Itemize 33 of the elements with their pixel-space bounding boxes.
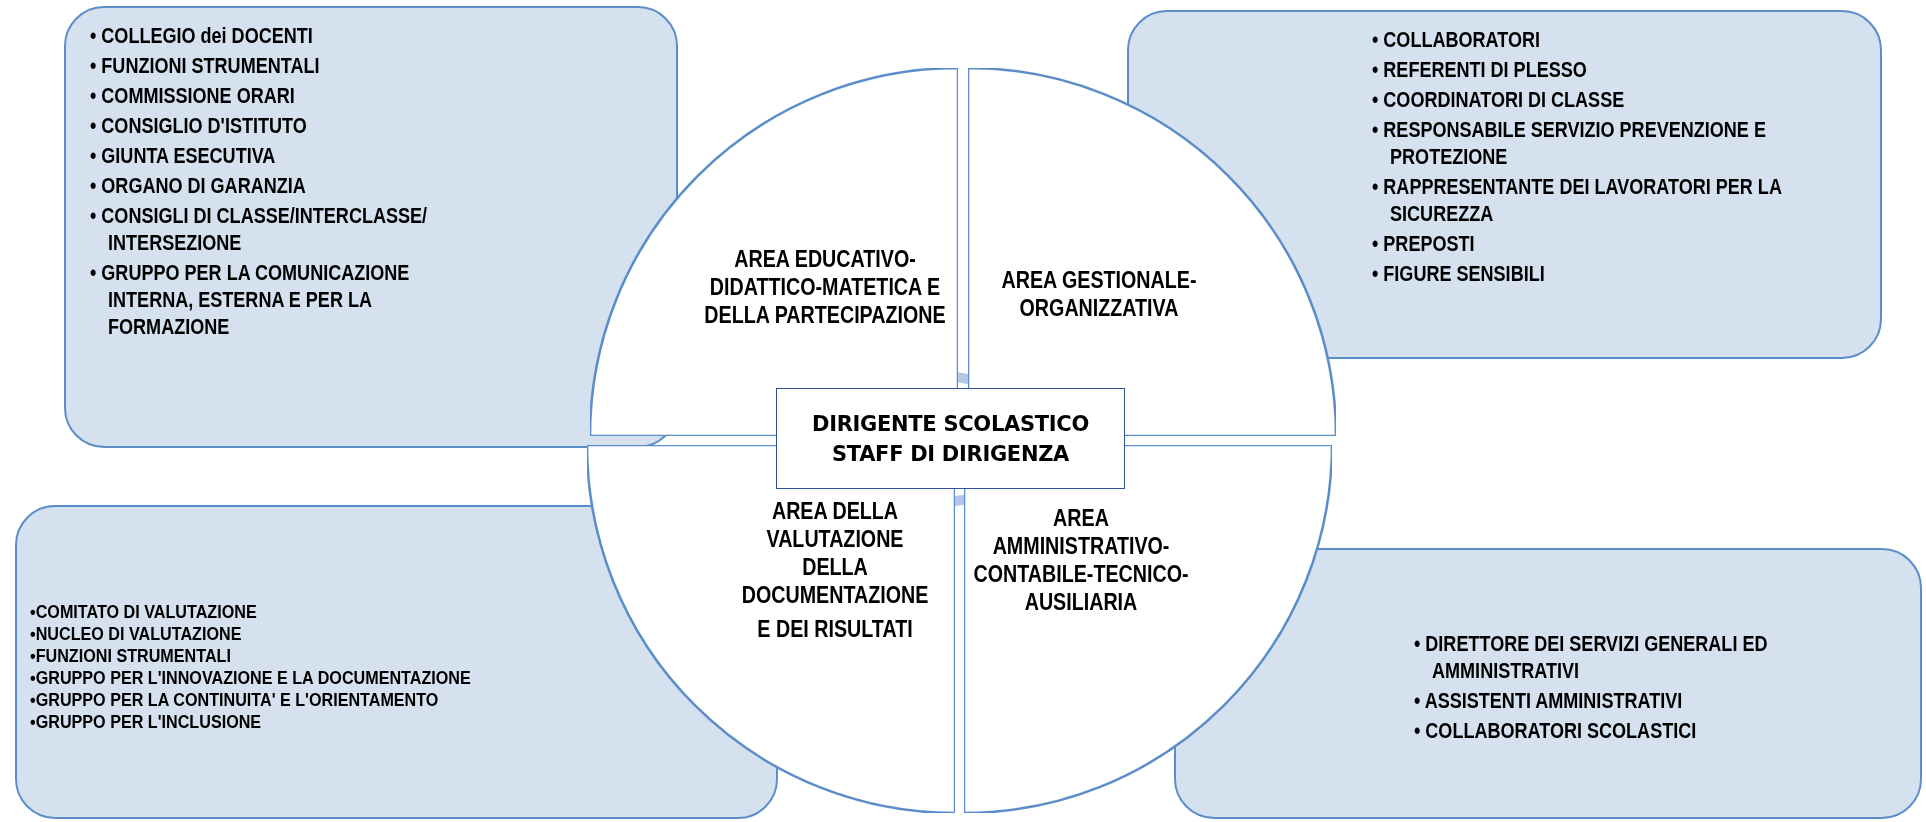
list-item: • RESPONSABILE SERVIZIO PREVENZIONE E PROTEZIONE <box>1372 116 1767 170</box>
list-item: • REFERENTI DI PLESSO <box>1372 56 1588 83</box>
list-item: •NUCLEO DI VALUTAZIONE <box>30 623 243 645</box>
list-item: • COLLEGIO dei DOCENTI <box>90 22 314 49</box>
list-item: • GRUPPO PER LA COMUNICAZIONE INTERNA, ESTERNA E PER LA FORMAZIONE <box>90 259 411 340</box>
list-item: • PREPOSTI <box>1372 230 1476 257</box>
list-item: • RAPPRESENTANTE DEI LAVORATORI PER LA SICUREZZA <box>1372 173 1783 227</box>
list-item: • COORDINATORI DI CLASSE <box>1372 86 1626 113</box>
list-item: •COMITATO DI VALUTAZIONE <box>30 601 258 623</box>
area-label: AREA DELLA VALUTAZIONE DELLA DOCUMENTAZIONE <box>740 497 930 609</box>
list-item: • GIUNTA ESECUTIVA <box>90 142 277 169</box>
list-item: • ASSISTENTI AMMINISTRATIVI <box>1414 687 1684 714</box>
list-item: • CONSIGLIO D'ISTITUTO <box>90 112 308 139</box>
list-item: • COLLABORATORI SCOLASTICI <box>1414 717 1698 744</box>
list-item: • FIGURE SENSIBILI <box>1372 260 1546 287</box>
list-item: •FUNZIONI STRUMENTALI <box>30 645 232 667</box>
list-item: •GRUPPO PER LA CONTINUITA' E L'ORIENTAMENTO <box>30 689 440 711</box>
list-item: • COLLABORATORI <box>1372 26 1541 53</box>
list-item: •GRUPPO PER L'INCLUSIONE <box>30 711 263 733</box>
list-item: • DIRETTORE DEI SERVIZI GENERALI ED AMMINISTRATIVI <box>1414 630 1769 684</box>
list-item: • FUNZIONI STRUMENTALI <box>90 52 321 79</box>
central-label: DIRIGENTE SCOLASTICO <box>812 411 1089 436</box>
list-item: •GRUPPO PER L'INNOVAZIONE E LA DOCUMENTAZIONE <box>30 667 472 689</box>
info-box <box>64 6 678 448</box>
area-label: AREA AMMINISTRATIVO-CONTABILE-TECNICO-AUSILIARIA <box>972 504 1190 616</box>
central-box <box>776 388 1125 489</box>
area-label: AREA GESTIONALE-ORGANIZZATIVA <box>1000 266 1198 322</box>
central-label: STAFF DI DIRIGENZA <box>831 441 1070 466</box>
area-label: E DEI RISULTATI <box>756 615 914 643</box>
list-item: • CONSIGLI DI CLASSE/INTERCLASSE/ INTERSEZIONE <box>90 202 429 256</box>
area-label: AREA EDUCATIVO-DIDATTICO-MATETICA E DELLA PARTECIPAZIONE <box>703 245 947 329</box>
list-item: • COMMISSIONE ORARI <box>90 82 296 109</box>
list-item: • ORGANO DI GARANZIA <box>90 172 307 199</box>
